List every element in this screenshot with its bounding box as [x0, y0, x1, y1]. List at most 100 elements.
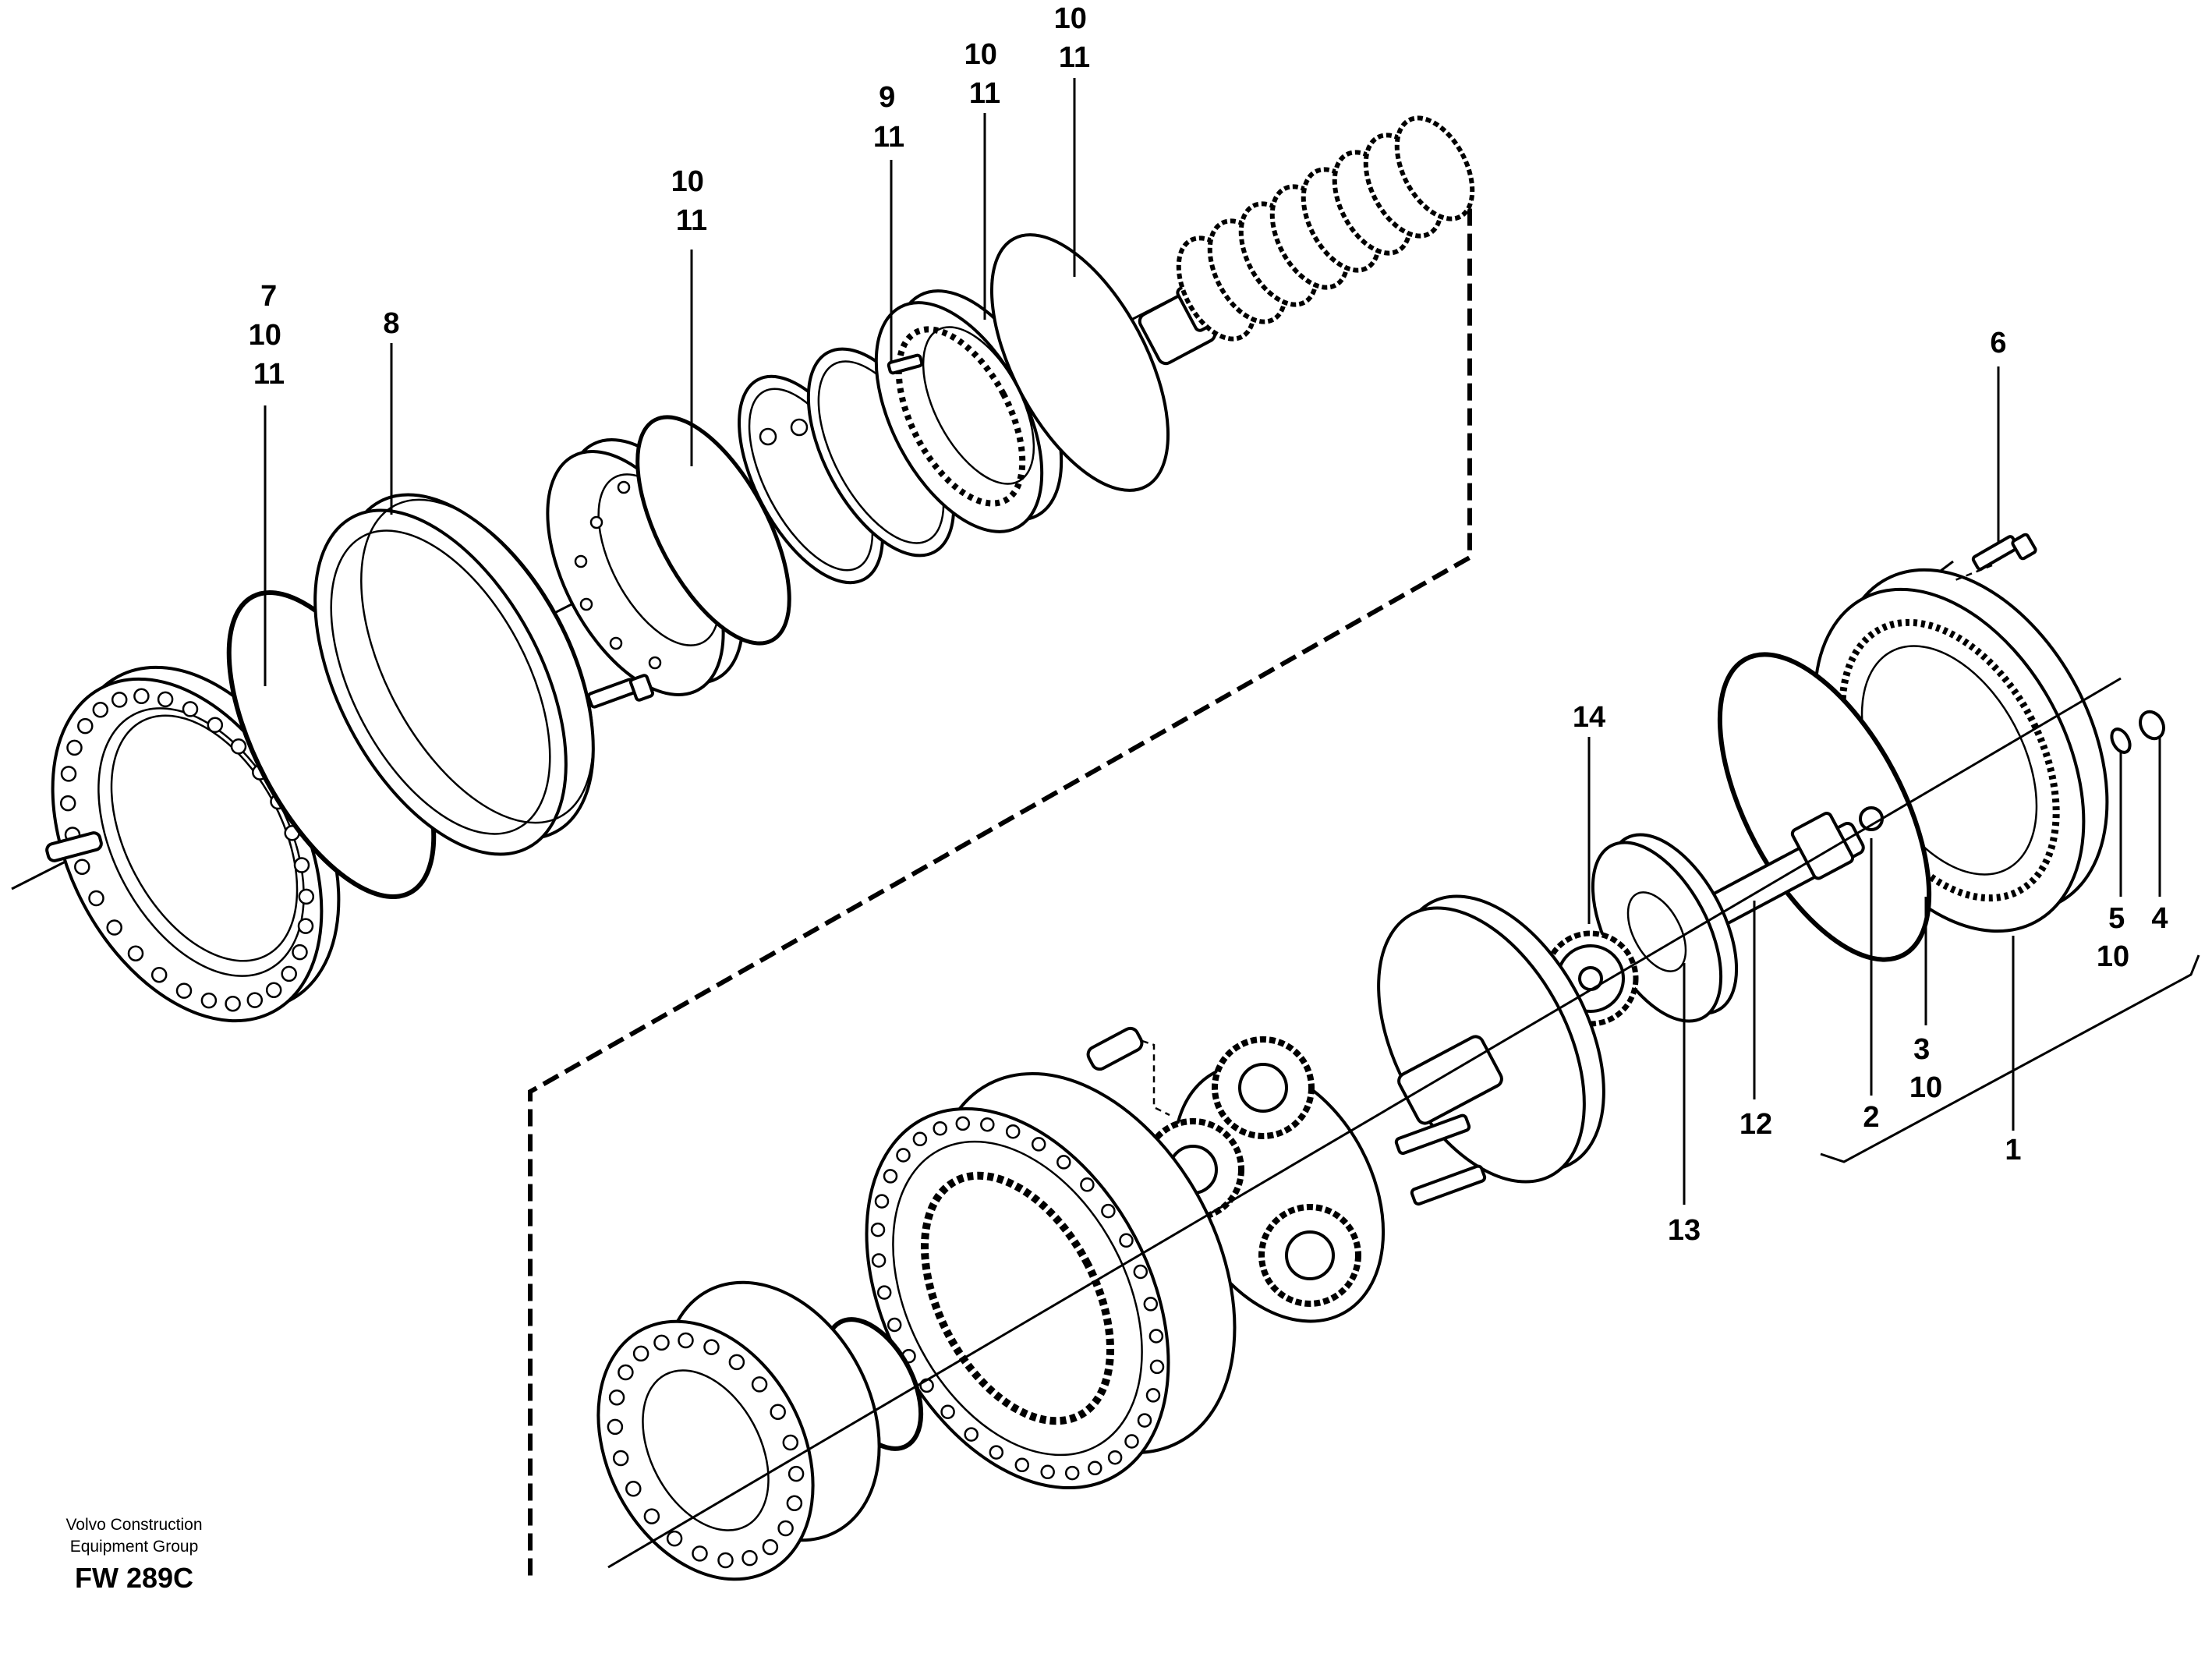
- part-o-ring-lower: [1717, 652, 1932, 962]
- bolt-hole: [883, 1169, 898, 1184]
- bolt-hole: [1005, 1124, 1021, 1139]
- brand-line-2: Equipment Group: [70, 1538, 199, 1556]
- part-thrust-ring: [989, 233, 1170, 492]
- part-set-screw: [887, 353, 924, 375]
- bolt-hole: [751, 1376, 768, 1393]
- part-brake-drum: [313, 493, 595, 856]
- bolt-hole: [912, 1131, 928, 1147]
- bolt-hole: [88, 890, 104, 907]
- bolt-hole: [643, 1508, 660, 1524]
- callout-1: 1: [2005, 1134, 2021, 1167]
- lower-assembly-axis: [607, 677, 2122, 1569]
- part-plug-and-washer: [2110, 710, 2165, 754]
- bolt-hole: [717, 1552, 734, 1569]
- bolt-hole: [1145, 1388, 1161, 1403]
- bolt-hole: [1133, 1264, 1148, 1280]
- bolt-hole: [265, 982, 282, 998]
- part-cap-screw-6: [1952, 533, 2037, 582]
- part-planet-carrier-upper: [1377, 894, 1605, 1184]
- bolt-hole: [1124, 1434, 1139, 1449]
- bolt-hole: [1040, 1464, 1055, 1480]
- bolt-hole: [60, 766, 77, 782]
- bolt-hole: [1088, 1460, 1102, 1476]
- bolt-hole: [66, 739, 83, 756]
- part-carrier-bolts: [1394, 1113, 1487, 1206]
- bolt-hole: [150, 966, 168, 983]
- bolt-hole: [618, 1364, 634, 1381]
- bolt-hole: [297, 918, 314, 934]
- bolt-hole: [874, 1194, 890, 1209]
- bolt-hole: [230, 738, 247, 755]
- bolt-hole: [298, 888, 315, 905]
- part-ring-gear-housing: [865, 1071, 1237, 1490]
- bolt-hole: [59, 795, 76, 812]
- bolt-hole: [1107, 1450, 1123, 1465]
- bolt-hole: [1056, 1155, 1071, 1170]
- bolt-hole: [940, 1404, 955, 1419]
- bolt-hole: [980, 1117, 995, 1132]
- bolt-hole: [692, 1545, 708, 1562]
- part-cap-screw-upper: [586, 674, 654, 709]
- bolt-hole: [200, 992, 218, 1009]
- part-locating-pin: [45, 831, 103, 862]
- bolt-hole: [1143, 1297, 1159, 1312]
- bolt-hole: [653, 1334, 670, 1351]
- bolt-hole: [777, 1520, 794, 1537]
- bolt-hole: [1137, 1413, 1152, 1428]
- callout-6: 6: [1990, 327, 2006, 359]
- bolt-hole: [608, 1389, 625, 1406]
- figure-code: FW 289C: [75, 1562, 193, 1594]
- bolt-hole: [782, 1434, 799, 1451]
- callout-labels: 1 2 3 10 4 5 10 6 7 10 11 8 9 11: [249, 2, 2168, 1247]
- bolt-hole: [741, 1549, 758, 1567]
- bolt-hole: [74, 859, 90, 875]
- bolt-hole: [703, 1339, 720, 1355]
- hub-bolt-holes: [607, 1332, 805, 1569]
- bolt-hole: [133, 688, 150, 705]
- figure-footer: Volvo Construction Equipment Group FW 28…: [65, 1516, 202, 1594]
- bolt-hole: [1080, 1177, 1095, 1192]
- bolt-hole: [1031, 1137, 1046, 1152]
- brand-line-1: Volvo Construction: [65, 1516, 202, 1534]
- callout-2: 2: [1863, 1101, 1879, 1134]
- bolt-hole: [111, 692, 128, 708]
- part-snap-rings: [738, 347, 956, 585]
- bolt-hole: [896, 1148, 911, 1163]
- bolt-hole: [157, 691, 174, 708]
- callout-3: 3 10: [1909, 1033, 1942, 1104]
- bolt-hole: [770, 1404, 786, 1420]
- bolt-hole: [281, 965, 297, 982]
- callout-12: 12: [1740, 1108, 1772, 1141]
- part-dowel-pin: [1086, 1026, 1170, 1117]
- callout-10b: 10 11: [964, 38, 1006, 110]
- callout-9: 9 11: [873, 81, 904, 154]
- bolt-hole: [1149, 1359, 1165, 1375]
- bolt-hole: [870, 1222, 886, 1237]
- callout-10c: 10 11: [1054, 2, 1095, 74]
- callout-8: 8: [383, 307, 399, 340]
- bolt-hole: [1101, 1203, 1116, 1219]
- bolt-hole: [933, 1120, 947, 1136]
- bolt-hole: [632, 1345, 649, 1362]
- callout-13: 13: [1668, 1214, 1701, 1247]
- bolt-hole: [182, 701, 199, 717]
- bolt-hole: [871, 1253, 887, 1268]
- brake-disc: [1394, 115, 1475, 221]
- bolt-hole: [678, 1332, 694, 1349]
- bolt-hole: [1014, 1457, 1030, 1473]
- bolt-hole: [989, 1445, 1004, 1460]
- callout-7: 7 10 11: [249, 280, 290, 391]
- callout-leader-lines: [264, 78, 2161, 1205]
- callout-5: 5 10: [2097, 902, 2133, 973]
- bolt-hole: [762, 1538, 779, 1556]
- bolt-hole: [728, 1354, 745, 1371]
- bolt-hole: [246, 992, 264, 1008]
- bolt-hole: [1148, 1329, 1164, 1344]
- bolt-hole: [106, 919, 122, 936]
- ring-housing-bolt-holes: [870, 1116, 1165, 1481]
- bolt-hole: [625, 1481, 642, 1497]
- part-planet-carrier-lower: [1141, 1036, 1386, 1323]
- bolt-hole: [612, 1450, 629, 1467]
- bolt-hole: [293, 857, 310, 873]
